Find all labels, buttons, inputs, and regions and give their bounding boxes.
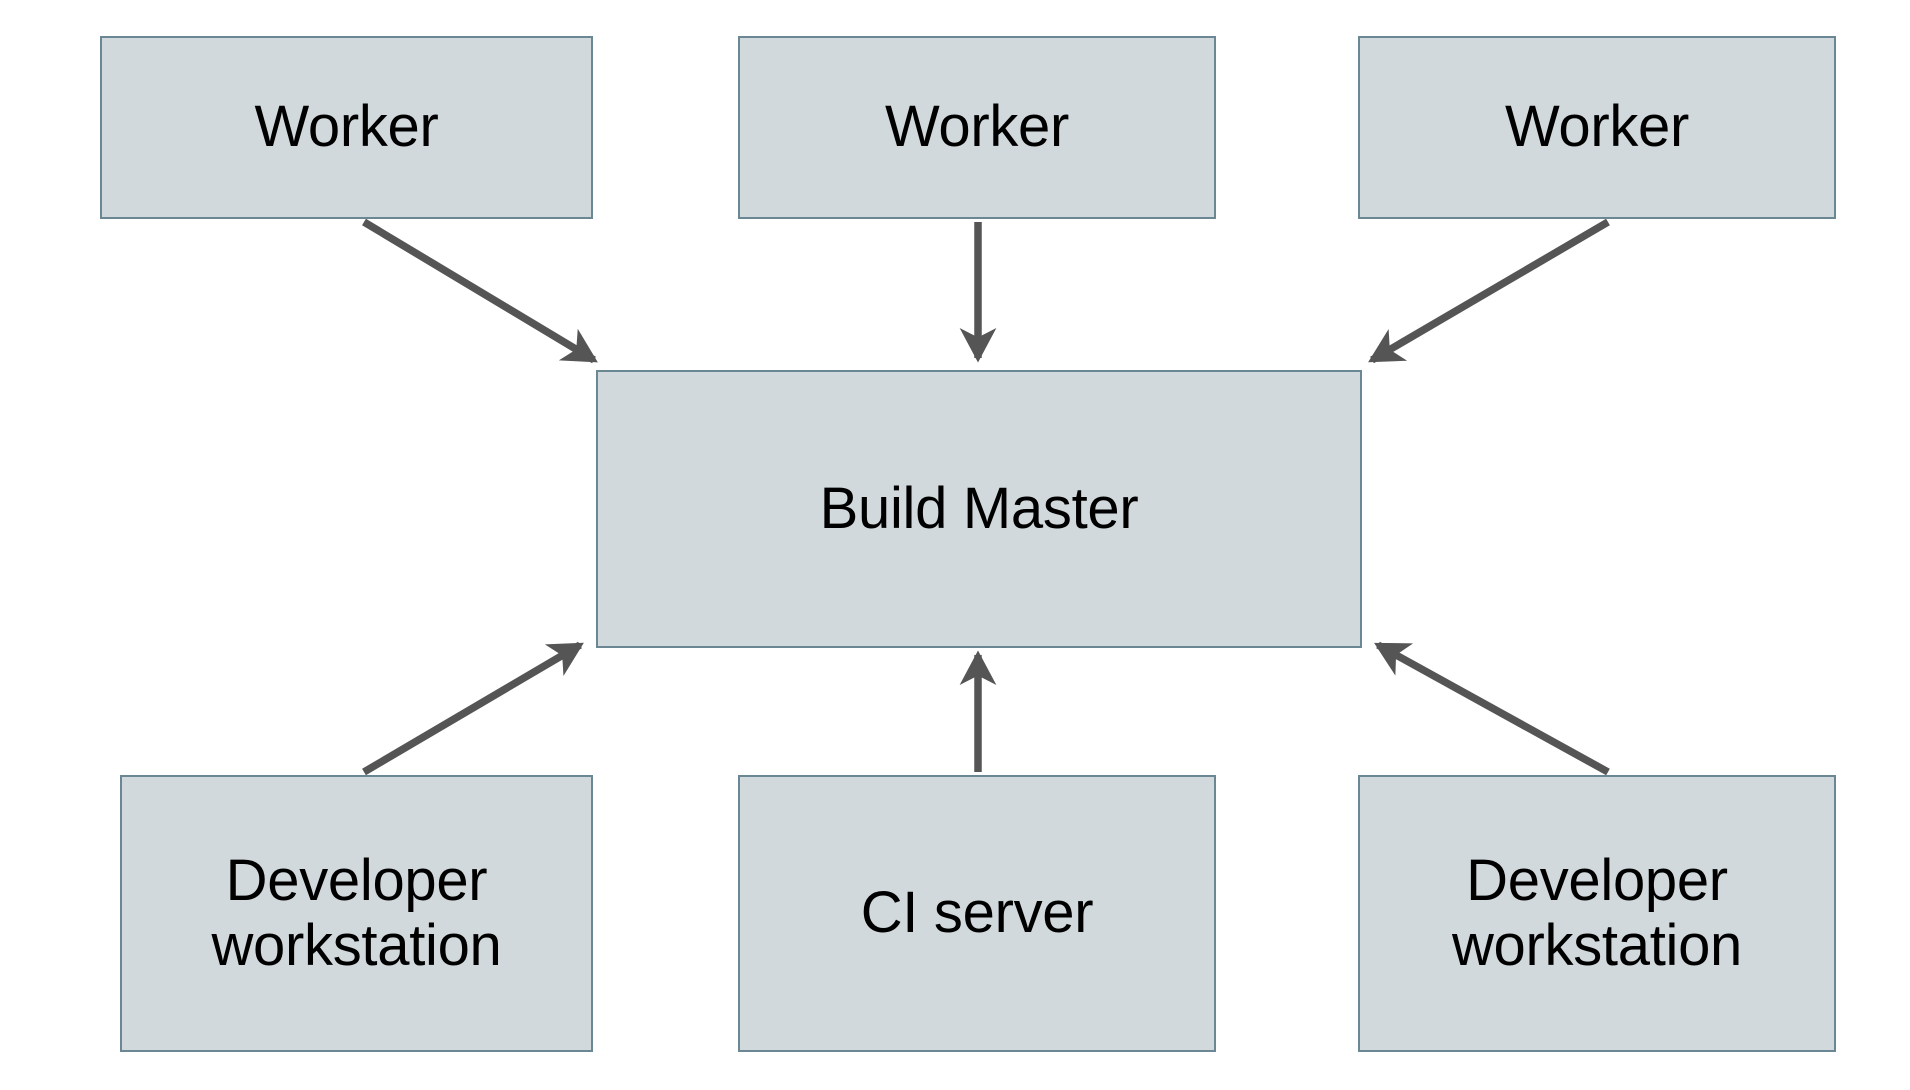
node-build-master-label: Build Master <box>819 475 1139 541</box>
node-worker-3-label: Worker <box>1504 94 1690 160</box>
edge-worker1-master <box>362 218 598 364</box>
node-worker-1[interactable]: Worker <box>100 36 593 219</box>
node-developer-workstation-1-label: Developer workstation <box>211 847 502 978</box>
node-worker-2-label: Worker <box>884 94 1070 160</box>
node-worker-1-label: Worker <box>254 94 439 160</box>
edge-worker3-master <box>1368 218 1610 364</box>
node-developer-workstation-2[interactable]: Developer workstation <box>1358 775 1836 1052</box>
node-developer-workstation-1[interactable]: Developer workstation <box>120 775 593 1052</box>
node-ci-server-label: CI server <box>860 880 1094 946</box>
node-developer-workstation-2-label: Developer workstation <box>1451 847 1743 978</box>
edge-dev2-master <box>1374 641 1610 776</box>
node-worker-3[interactable]: Worker <box>1358 36 1836 219</box>
node-build-master[interactable]: Build Master <box>596 370 1362 648</box>
node-ci-server[interactable]: CI server <box>738 775 1216 1052</box>
edge-dev1-master <box>362 641 584 776</box>
node-worker-2[interactable]: Worker <box>738 36 1216 219</box>
